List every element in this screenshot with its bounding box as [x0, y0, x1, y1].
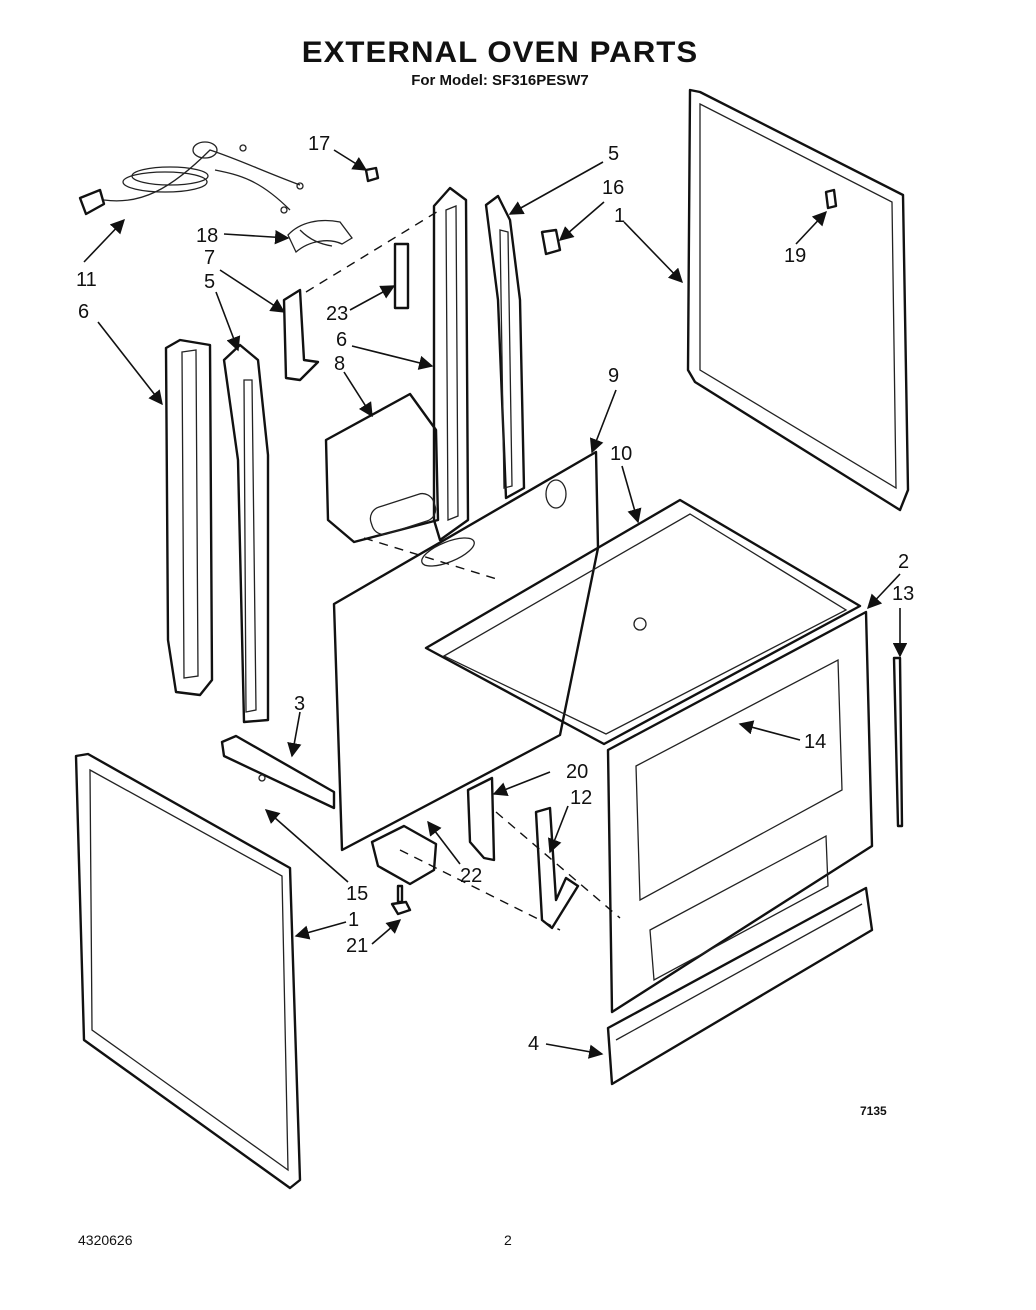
model-subtitle: For Model: SF316PESW7 [411, 72, 589, 89]
callout-19: 19 [784, 245, 807, 267]
callout-arrows [83, 149, 908, 1059]
callout-5-left: 5 [204, 271, 216, 293]
callout-5: 5 [608, 143, 620, 165]
document-number: 4320626 [78, 1232, 133, 1248]
alignment-line [399, 849, 561, 931]
callout-22: 22 [460, 865, 483, 887]
part-6-side-rail-left [164, 338, 214, 697]
callout-6: 6 [336, 329, 348, 351]
callout-17: 17 [308, 133, 331, 155]
part-9-rear-panel [332, 450, 600, 852]
callout-16: 16 [602, 177, 625, 199]
callout-8: 8 [334, 353, 346, 375]
callout-4: 4 [528, 1033, 540, 1055]
part-18-wire-harness [287, 219, 353, 254]
callout-11: 11 [76, 269, 97, 291]
part-8-burner-box [324, 392, 440, 544]
alignment-line [363, 537, 501, 581]
part-4-kick-plate [606, 886, 874, 1086]
callout-9: 9 [608, 365, 620, 387]
callout-15: 15 [346, 883, 369, 905]
callout-3: 3 [294, 693, 306, 715]
callout-6-left: 6 [78, 301, 90, 323]
alignment-line [305, 209, 441, 293]
part-1-side-panel-right [686, 88, 910, 512]
part-10-oven-floor [424, 498, 862, 746]
part-5-rail-left [222, 343, 270, 724]
callout-13: 13 [892, 583, 915, 605]
part-23-strip [393, 242, 410, 310]
part-21-screw [390, 884, 412, 916]
callout-1-left: 1 [348, 909, 360, 931]
part-19-clip [824, 188, 838, 210]
part-11-power-cord [78, 141, 304, 216]
callout-20: 20 [566, 761, 589, 783]
part-1-side-panel-left [74, 752, 302, 1190]
part-12-hinge [534, 806, 580, 930]
part-6-side-rail-center [432, 186, 470, 542]
alignment-line [495, 811, 621, 919]
part-3-strip [220, 734, 336, 810]
page-title: EXTERNAL OVEN PARTS [301, 36, 699, 69]
callout-21: 21 [346, 935, 369, 957]
callout-2: 2 [898, 551, 910, 573]
part-17-clip [364, 166, 380, 183]
callout-10: 10 [610, 443, 633, 465]
part-13-trim-strip [892, 656, 904, 828]
part-15-pin [258, 774, 266, 782]
part-7-bracket [282, 288, 320, 382]
part-22-leveler-bracket [370, 824, 438, 886]
part-2-front-frame [606, 610, 874, 1014]
callout-18: 18 [196, 225, 219, 247]
callout-23: 23 [326, 303, 349, 325]
callout-1: 1 [614, 205, 626, 227]
part-16-bracket [540, 228, 562, 256]
callout-7: 7 [204, 247, 216, 269]
page-number: 2 [504, 1232, 512, 1248]
callout-12: 12 [570, 787, 593, 809]
part-20-bracket [466, 776, 496, 862]
figure-number: 7135 [860, 1104, 887, 1118]
part-5-rail-right [484, 194, 526, 500]
callout-14: 14 [804, 731, 827, 753]
